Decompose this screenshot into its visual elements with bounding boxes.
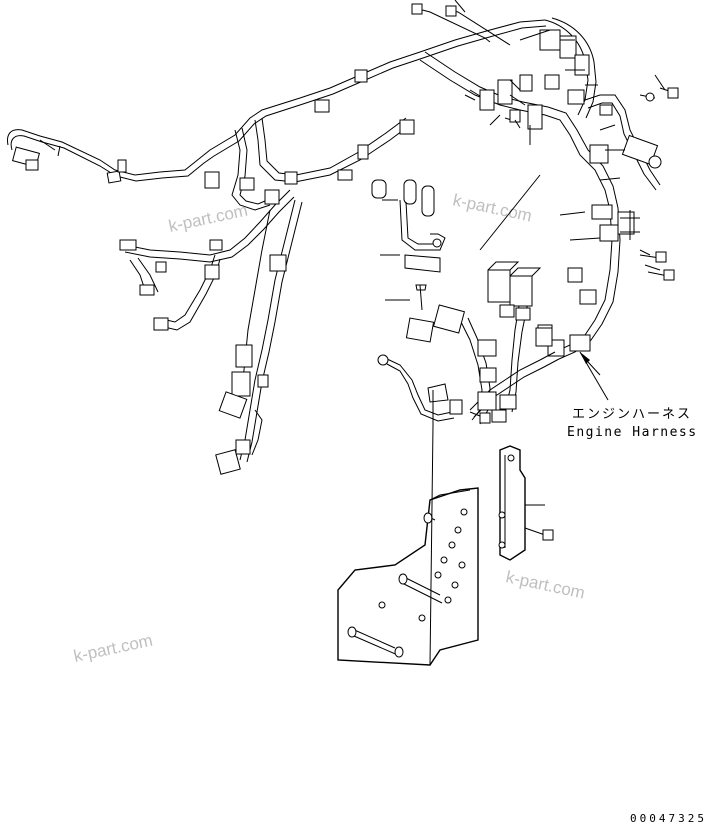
watermark: k-part.com (72, 631, 154, 666)
watermark: k-part.com (504, 567, 586, 602)
callout-label-jp: エンジンハーネス (572, 407, 692, 422)
center-bracket (371, 179, 446, 311)
engine-harness (7, 17, 662, 475)
watermark: k-part.com (167, 201, 249, 236)
leader-lines (380, 0, 666, 666)
figure-number: 00047325 (630, 812, 707, 825)
callout-label-en: Engine Harness (567, 425, 698, 440)
mounting-plates (337, 383, 554, 666)
callout-arrow (579, 351, 609, 401)
fasteners (411, 3, 679, 424)
watermark: k-part.com (451, 190, 533, 225)
